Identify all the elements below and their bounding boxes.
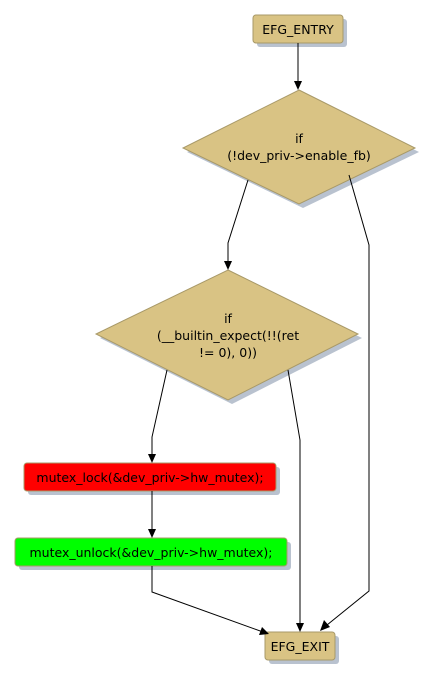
edge-mutex-lock-to-mutex-unlock <box>148 491 156 538</box>
mutex-lock-node: mutex_lock(&dev_priv->hw_mutex); <box>23 462 280 495</box>
condition-1-line-1: if <box>295 131 303 146</box>
mutex-unlock-label: mutex_unlock(&dev_priv->hw_mutex); <box>29 545 272 560</box>
mutex-lock-label: mutex_lock(&dev_priv->hw_mutex); <box>36 470 263 485</box>
condition-1-diamond <box>181 89 417 205</box>
condition-1-node: if (!dev_priv->enable_fb) <box>181 89 419 208</box>
edge-condition-1-to-condition-2 <box>224 179 249 270</box>
mutex-unlock-box <box>14 537 288 567</box>
condition-2-node: if (__builtin_expect(!!(ret != 0), 0)) <box>94 269 362 404</box>
edge-condition-2-to-exit <box>287 369 304 632</box>
entry-node-label: EFG_ENTRY <box>262 22 334 37</box>
mutex-lock-box <box>23 462 277 492</box>
entry-node: EFG_ENTRY <box>252 14 347 47</box>
condition-2-diamond <box>94 269 360 401</box>
condition-2-line-1: if <box>224 311 232 326</box>
edge-condition-1-to-exit <box>320 174 370 631</box>
condition-1-line-2: (!dev_priv->enable_fb) <box>227 148 371 163</box>
edge-mutex-unlock-to-exit <box>151 566 269 635</box>
exit-node: EFG_EXIT <box>264 631 339 664</box>
condition-2-line-3: != 0), 0)) <box>199 345 257 360</box>
exit-node-label: EFG_EXIT <box>271 639 330 654</box>
edge-entry-to-condition-1 <box>294 43 302 90</box>
mutex-unlock-node: mutex_unlock(&dev_priv->hw_mutex); <box>14 537 291 570</box>
edge-condition-2-to-mutex-lock <box>148 369 168 463</box>
condition-2-line-2: (__builtin_expect(!!(ret <box>157 328 299 343</box>
